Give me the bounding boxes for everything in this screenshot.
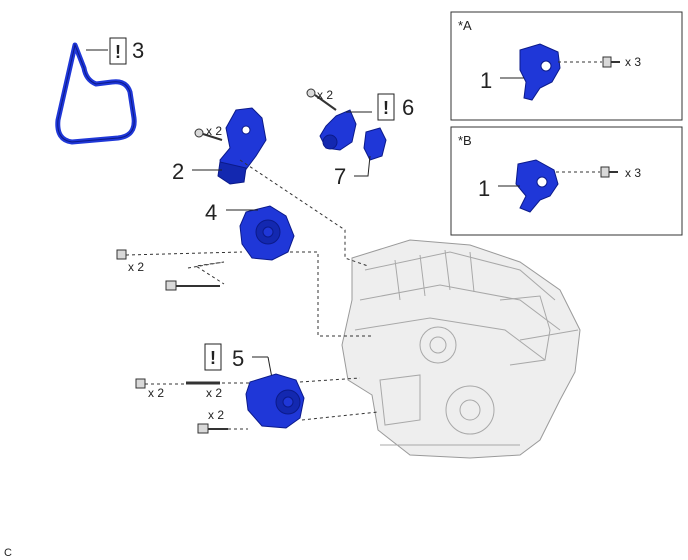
bolt-inset-a <box>602 56 620 68</box>
inset-b-label: *B <box>458 133 472 148</box>
qty-inset-a: x 3 <box>625 55 641 69</box>
compressor-part-5 <box>245 373 305 429</box>
caution-mark-5: ! <box>210 348 216 368</box>
nut-4 <box>116 249 127 260</box>
bracket-part-2 <box>217 107 267 185</box>
bracket-part-1-a <box>519 43 561 101</box>
caution-mark-6: ! <box>383 98 389 118</box>
corner-mark: C <box>4 547 12 559</box>
caution-box-5 <box>204 343 222 371</box>
qty-bolt-2: x 2 <box>206 124 222 138</box>
caution-mark-3: ! <box>115 42 121 62</box>
qty-nut-5: x 2 <box>148 386 164 400</box>
qty-stud-5: x 2 <box>206 386 222 400</box>
inset-a-label: *A <box>458 18 472 33</box>
tensioner-part-6 <box>319 109 357 151</box>
drive-belt <box>55 42 137 145</box>
inset-b: *B 1 x 3 <box>450 126 683 236</box>
bolt-inset-b <box>600 166 618 178</box>
callout-4: 4 <box>205 200 217 225</box>
bracket-part-1-b <box>515 159 559 213</box>
bolt-4 <box>165 280 220 291</box>
callout-1a: 1 <box>480 68 492 93</box>
bolt-5 <box>197 423 228 434</box>
callout-2: 2 <box>172 159 184 184</box>
bolt-6 <box>306 88 337 111</box>
bolt-2 <box>194 128 223 141</box>
qty-nut-4: x 2 <box>128 260 144 274</box>
caution-box-6 <box>377 93 395 121</box>
qty-inset-b: x 3 <box>625 166 641 180</box>
inset-a: *A 1 x 3 <box>450 11 683 121</box>
engine-block <box>341 239 581 459</box>
callout-3: 3 <box>132 38 144 63</box>
qty-bolt-6: x 2 <box>317 88 333 102</box>
callout-5: 5 <box>232 346 244 371</box>
qty-bolt-5: x 2 <box>208 408 224 422</box>
callout-1b: 1 <box>478 176 490 201</box>
pulley-part-7 <box>363 127 387 161</box>
callout-7: 7 <box>334 164 346 189</box>
nut-5 <box>135 378 146 389</box>
callout-6: 6 <box>402 95 414 120</box>
generator-part-4 <box>239 205 295 261</box>
caution-box-3 <box>109 37 127 65</box>
